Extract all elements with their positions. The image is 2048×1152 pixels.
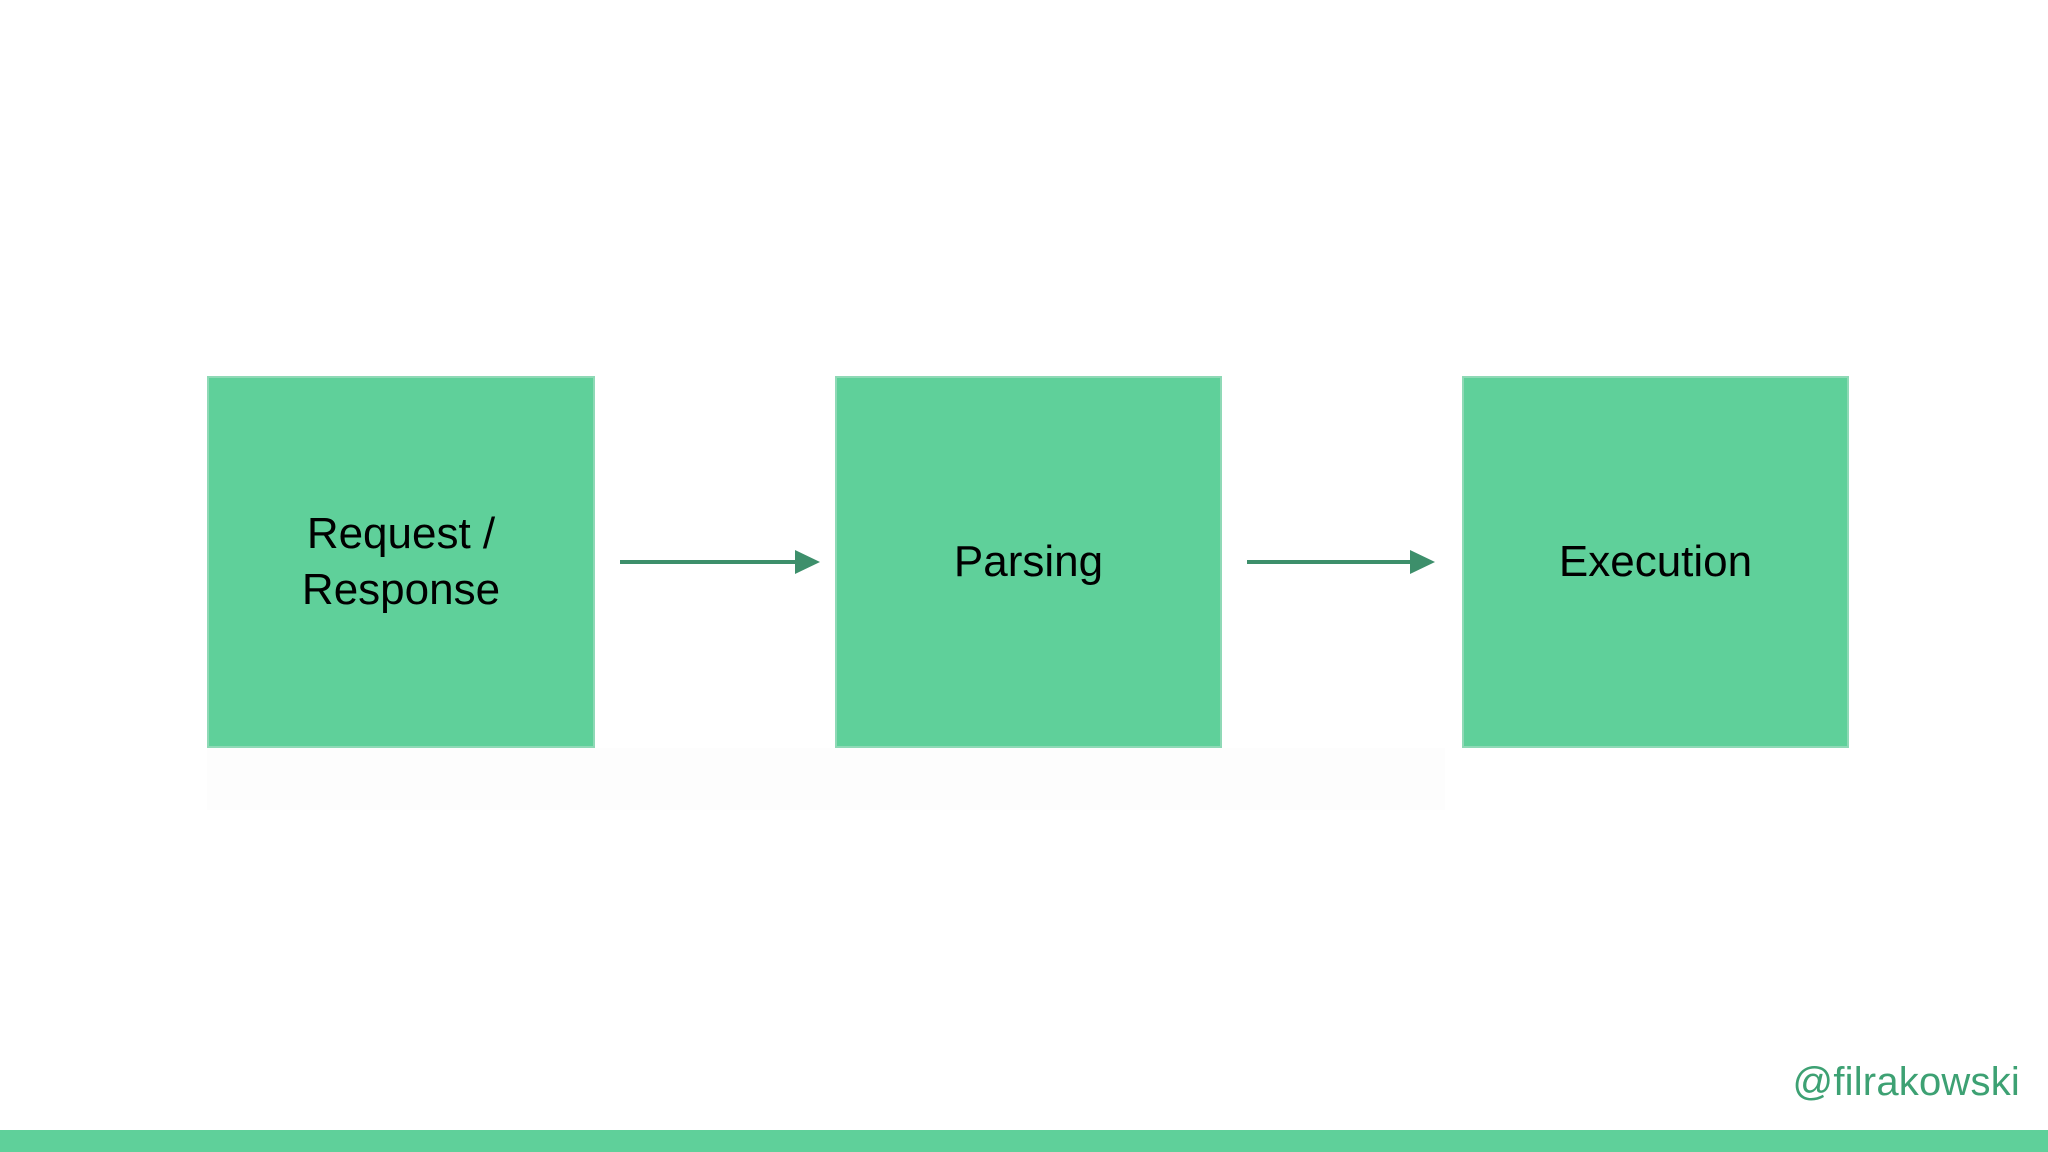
watermark-handle: @filrakowski — [1792, 1060, 2020, 1104]
arrow-head-icon-1 — [795, 550, 820, 574]
flow-arrow-1 — [620, 545, 820, 579]
flow-node-request-response[interactable]: Request / Response — [207, 376, 595, 748]
footer-accent-bar — [0, 1130, 2048, 1152]
background-panel — [207, 748, 1445, 810]
flow-arrow-2 — [1247, 545, 1435, 579]
flow-node-execution[interactable]: Execution — [1462, 376, 1849, 748]
arrow-head-icon-2 — [1410, 550, 1435, 574]
flow-node-parsing[interactable]: Parsing — [835, 376, 1222, 748]
